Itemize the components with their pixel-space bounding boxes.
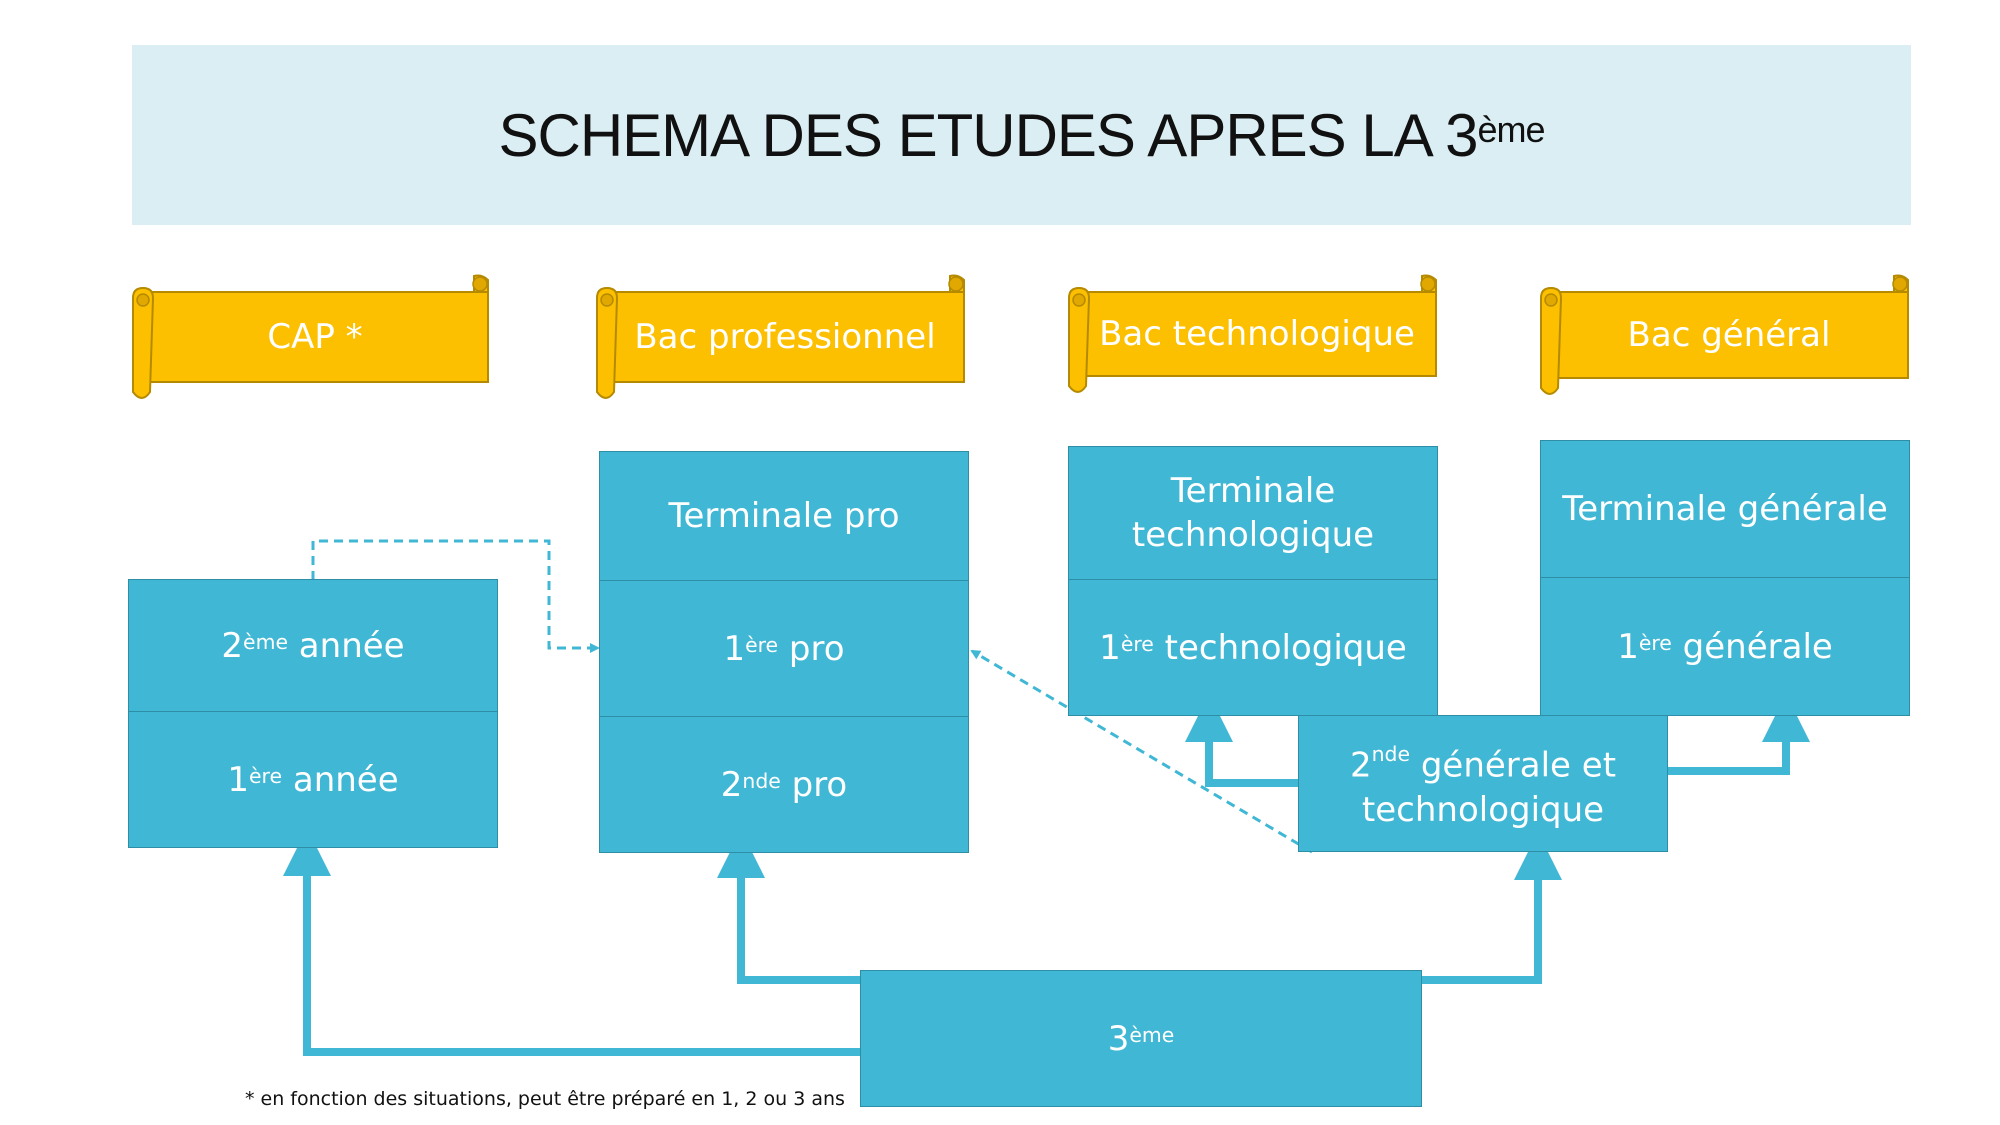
arrow-3eme-to-2nde-gt [1420,832,1562,984]
dashed-arrow-cap-to-1ere-pro [311,539,600,653]
cap-1ere-prefix: 1 [227,759,250,800]
arrow-3eme-to-cap [283,828,860,1056]
seconde-gt-rest: générale et [1410,745,1617,786]
seconde-gt-line2: technologique [1361,789,1605,830]
banner-bac-techno-label: Bac technologique [1099,314,1415,354]
cap-2eme-rest: année [288,625,405,666]
banner-bac-techno [1068,274,1437,393]
premiere-generale-prefix: 1 [1617,626,1639,667]
terminale-generale: Terminale générale [1540,440,1910,578]
cap-2eme-sup: ème [243,630,288,655]
terminale-pro-label: Terminale pro [668,496,900,536]
banner-bac-general [1540,274,1909,395]
troisieme-sup: ème [1129,1023,1175,1048]
arrow-3eme-to-2nde-pro [717,830,860,984]
cap-2eme-prefix: 2 [221,625,244,666]
premiere-techno-sup: ère [1120,632,1154,657]
terminale-techno: Terminale technologique [1068,446,1438,580]
terminale-techno-line2: technologique [1131,515,1375,555]
title-sup: ème [1477,108,1546,150]
premiere-generale-rest: générale [1671,626,1833,667]
arrow-2nde-gt-to-1ere-generale [1664,694,1810,775]
premiere-pro-rest: pro [778,628,845,669]
terminale-pro: Terminale pro [599,451,969,581]
premiere-techno-rest: technologique [1153,627,1407,668]
premiere-pro-sup: ère [745,633,779,658]
terminale-techno-line1: Terminale [1170,471,1336,511]
seconde-pro-rest: pro [780,764,848,805]
banner-cap [132,274,489,399]
banner-bac-pro-label: Bac professionnel [634,317,936,357]
title-text: SCHEMA DES ETUDES APRES LA 3 [498,101,1478,169]
banner-cap-label: CAP * [267,317,363,357]
seconde-pro-prefix: 2 [720,764,743,805]
premiere-techno-prefix: 1 [1099,627,1121,668]
seconde-gt: 2nde générale et technologique [1298,715,1668,852]
cap-1ere-rest: année [282,759,399,800]
troisieme-prefix: 3 [1107,1018,1130,1059]
premiere-pro-prefix: 1 [723,628,746,669]
seconde-pro-sup: nde [742,769,781,794]
terminale-generale-label: Terminale générale [1562,489,1888,529]
arrow-2nde-gt-to-1ere-techno [1185,694,1298,787]
banner-bac-pro [596,274,965,399]
dashed-arrow-2nde-gt-to-1ere-pro [970,649,1313,854]
seconde-gt-line1: 2nde générale et [1350,735,1616,787]
footnote: * en fonction des situations, peut être … [245,1088,845,1110]
seconde-gt-prefix: 2 [1349,745,1372,786]
banner-bac-general-label: Bac général [1627,315,1831,355]
seconde-gt-sup: nde [1371,742,1411,767]
cap-1ere-sup: ère [249,764,283,789]
premiere-generale-sup: ère [1638,631,1672,656]
